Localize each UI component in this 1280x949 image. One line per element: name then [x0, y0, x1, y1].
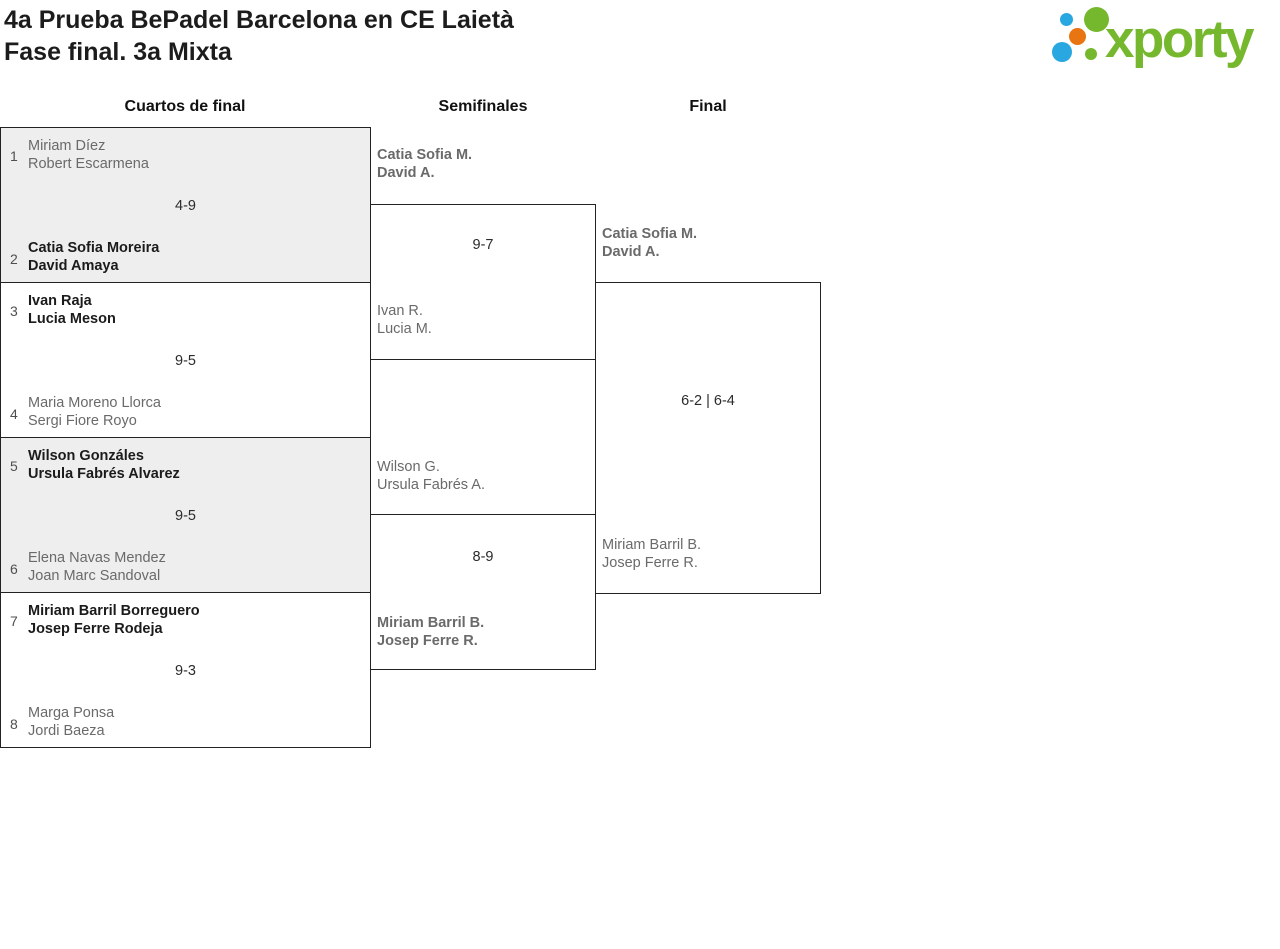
final-match-box [595, 282, 821, 594]
logo-dot-green-small-icon [1085, 48, 1097, 60]
team-name-line: Catia Sofia M. [377, 147, 473, 163]
team-pair: Elena Navas Mendez Joan Marc Sandoval [28, 549, 166, 585]
team-pair: Maria Moreno Llorca Sergi Fiore Royo [28, 394, 161, 430]
qf-match-2: 3 Ivan Raja Lucia Meson 9-5 4 Maria More… [0, 282, 371, 438]
seed-number: 4 [10, 406, 18, 422]
round-header-final: Final [689, 98, 727, 115]
match-score: 9-3 [175, 663, 196, 679]
team-name-line: Miriam Barril B. [602, 537, 702, 553]
team-name-line: Catia Sofia M. [602, 226, 698, 242]
team-name-line: Robert Escarmena [28, 156, 149, 172]
xporty-logo-text: xporty [1105, 10, 1254, 69]
logo-dot-blue-small-icon [1060, 13, 1073, 26]
tournament-title-line2: Fase final. 3a Mixta [4, 38, 232, 66]
final-team-bottom: Miriam Barril B. Josep Ferre R. [602, 536, 701, 572]
match-score: 9-5 [175, 508, 196, 524]
team-name-line: David Amaya [28, 258, 119, 274]
team-name-line: Jordi Baeza [28, 723, 105, 739]
seed-number: 6 [10, 561, 18, 577]
match-score: 9-5 [175, 353, 196, 369]
team-pair: Ivan Raja Lucia Meson [28, 292, 116, 328]
team-name-line: Lucia M. [377, 321, 432, 337]
team-name-line: Wilson Gonzáles [28, 448, 144, 464]
seed-number: 5 [10, 458, 18, 474]
team-name-line: Ursula Fabrés Alvarez [28, 466, 180, 482]
team-name-line: Joan Marc Sandoval [28, 568, 161, 584]
team-name-line: Marga Ponsa [28, 705, 115, 721]
logo-dot-blue-large-icon [1052, 42, 1072, 62]
seed-number: 2 [10, 251, 18, 267]
sf1-team-bottom: Ivan R. Lucia M. [377, 302, 432, 338]
team-name-line: Elena Navas Mendez [28, 550, 166, 566]
seed-number: 8 [10, 716, 18, 732]
tournament-title: 4a Prueba BePadel Barcelona en CE Laietà… [4, 4, 514, 68]
team-name-line: Lucia Meson [28, 311, 116, 327]
match-score: 9-7 [472, 237, 494, 253]
team-name-line: Josep Ferre R. [602, 555, 698, 571]
qf-match-3: 5 Wilson Gonzáles Ursula Fabrés Alvarez … [0, 437, 371, 593]
sf2-team-top: Wilson G. Ursula Fabrés A. [377, 458, 485, 494]
team-pair: Catia Sofia Moreira David Amaya [28, 239, 159, 275]
round-header-quarterfinals: Cuartos de final [124, 98, 246, 115]
team-name-line: Ivan R. [377, 303, 423, 319]
team-name-line: Miriam Barril B. [377, 615, 485, 631]
team-name-line: Miriam Díez [28, 138, 106, 154]
team-pair: Marga Ponsa Jordi Baeza [28, 704, 114, 740]
seed-number: 7 [10, 613, 18, 629]
final-team-top: Catia Sofia M. David A. [602, 225, 697, 261]
xporty-logo[interactable]: xporty [1048, 2, 1278, 86]
team-name-line: Sergi Fiore Royo [28, 413, 137, 429]
team-name-line: Ivan Raja [28, 293, 92, 309]
team-pair: Wilson Gonzáles Ursula Fabrés Alvarez [28, 447, 180, 483]
team-pair: Miriam Barril Borreguero Josep Ferre Rod… [28, 602, 200, 638]
sf2-team-bottom: Miriam Barril B. Josep Ferre R. [377, 614, 484, 650]
team-name-line: Catia Sofia Moreira [28, 240, 160, 256]
team-name-line: Josep Ferre R. [377, 633, 478, 649]
seed-number: 1 [10, 148, 18, 164]
team-name-line: David A. [602, 244, 660, 260]
round-header-semifinals: Semifinales [438, 98, 528, 115]
team-name-line: David A. [377, 165, 435, 181]
match-score: 6-2 | 6-4 [681, 393, 735, 409]
team-name-line: Maria Moreno Llorca [28, 395, 161, 411]
match-score: 4-9 [175, 198, 196, 214]
team-pair: Miriam Díez Robert Escarmena [28, 137, 149, 173]
team-name-line: Miriam Barril Borreguero [28, 603, 200, 619]
qf-match-1: 1 Miriam Díez Robert Escarmena 4-9 2 Cat… [0, 127, 371, 283]
team-name-line: Ursula Fabrés A. [377, 477, 485, 493]
match-score: 8-9 [472, 549, 494, 565]
sf1-team-top: Catia Sofia M. David A. [377, 146, 472, 182]
team-name-line: Josep Ferre Rodeja [28, 621, 163, 637]
seed-number: 3 [10, 303, 18, 319]
logo-dot-orange-icon [1069, 28, 1086, 45]
team-name-line: Wilson G. [377, 459, 440, 475]
logo-dot-green-large-icon [1084, 7, 1109, 32]
qf-match-4: 7 Miriam Barril Borreguero Josep Ferre R… [0, 592, 371, 748]
tournament-title-line1: 4a Prueba BePadel Barcelona en CE Laietà [4, 6, 514, 34]
